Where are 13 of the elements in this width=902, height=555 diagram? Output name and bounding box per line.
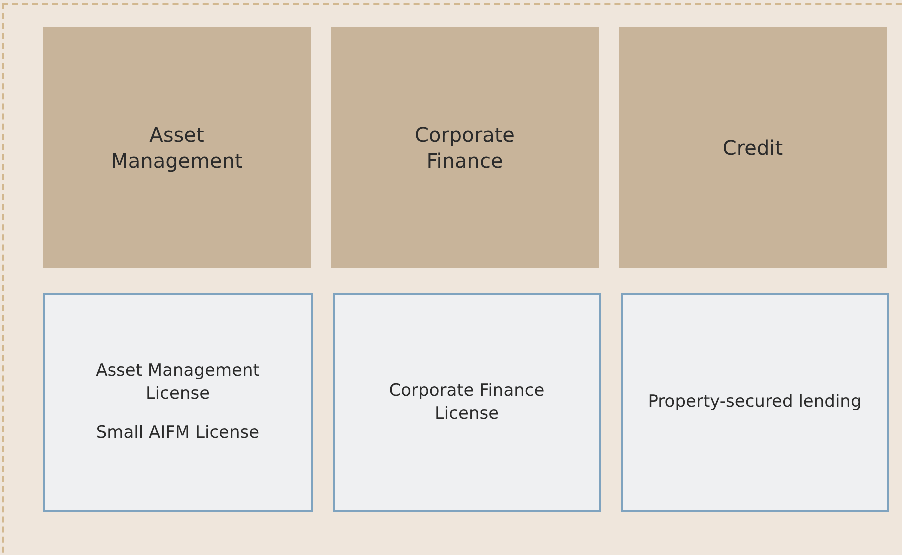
business-area-box <box>43 27 311 268</box>
box-label: Property-secured lending <box>648 391 862 414</box>
license-box <box>43 293 313 512</box>
box-label: Asset Management <box>110 122 244 174</box>
business-area-box <box>331 27 599 268</box>
box-label: Small AIFM License <box>96 422 260 445</box>
license-box <box>621 293 889 512</box>
box-label: Corporate Finance License <box>388 380 546 426</box>
business-area-box <box>619 27 887 268</box>
box-label: Asset Management License <box>95 360 261 406</box>
box-label: Corporate Finance <box>414 122 516 174</box>
license-box <box>333 293 601 512</box>
box-label: Credit <box>722 134 784 160</box>
